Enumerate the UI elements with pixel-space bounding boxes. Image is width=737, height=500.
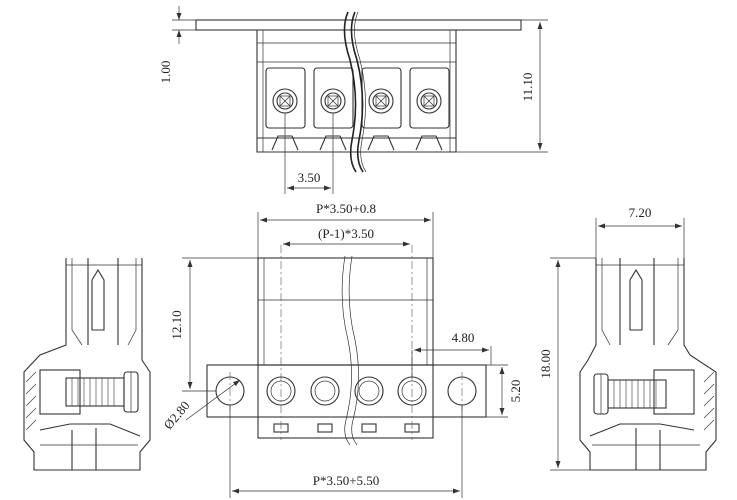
dim-front-total-width: P*3.50+0.8 — [316, 201, 376, 216]
dim-side-height: 18.00 — [538, 349, 553, 378]
dim-top-height: 11.10 — [520, 73, 535, 102]
right-side-section: 7.20 18.00 — [538, 205, 717, 471]
dim-top-pitch: 3.50 — [298, 170, 321, 185]
dim-top-thickness: 1.00 — [158, 61, 173, 84]
front-view: P*3.50+0.8 (P-1)*3.50 12.10 4.80 5.20 Ø2… — [160, 201, 523, 498]
dim-front-pitch-span: (P-1)*3.50 — [318, 226, 374, 241]
dim-side-width: 7.20 — [629, 205, 652, 220]
dim-flange-height: 5.20 — [508, 380, 523, 403]
dim-flange-total-width: P*3.50+5.50 — [313, 473, 380, 488]
left-side-section — [23, 258, 151, 471]
dim-front-height: 12.10 — [169, 310, 184, 339]
front-screw-openings — [266, 376, 427, 406]
top-view: 1.00 11.10 3.50 — [158, 6, 548, 194]
dim-flange-offset: 4.80 — [452, 330, 475, 345]
dim-hole-diameter: Ø2.80 — [160, 398, 192, 432]
front-test-slots — [273, 423, 420, 433]
